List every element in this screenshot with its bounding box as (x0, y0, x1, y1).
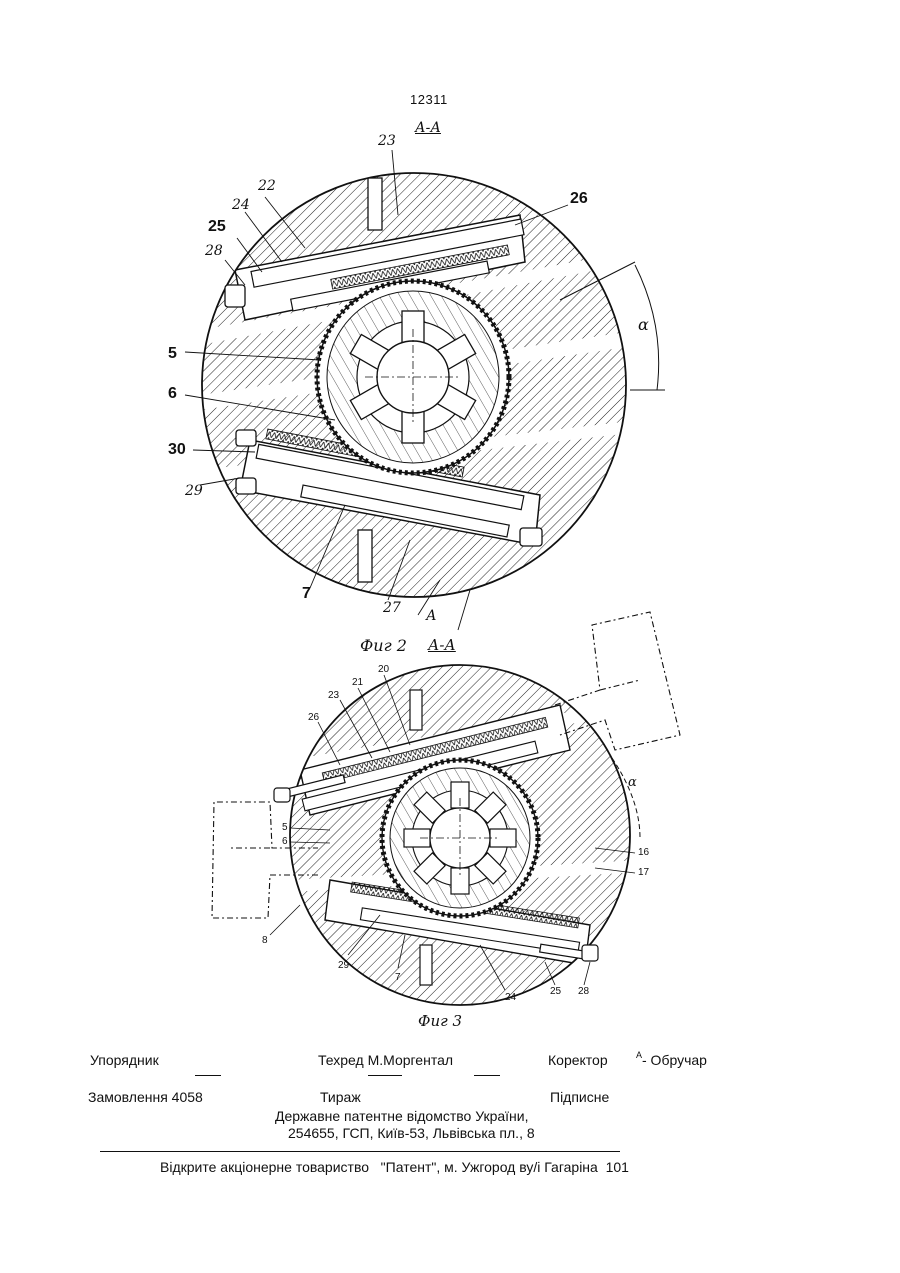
fig3-callout-17: 17 (638, 867, 649, 878)
fig3-caption: Фиг 3 (418, 1012, 462, 1030)
footer-office-line1: Державне патентне відомство України, (275, 1108, 529, 1124)
footer-circulation: Тираж (320, 1089, 361, 1105)
footer-compiler-blank (195, 1075, 221, 1076)
footer-corrector-name: - Обручар (642, 1052, 707, 1068)
fig3-angle-label: α (628, 775, 637, 790)
fig3-callout-21: 21 (352, 677, 363, 688)
footer-techred-underline (368, 1075, 402, 1076)
fig3-callout-20: 20 (378, 664, 389, 675)
fig3-callout-28: 28 (578, 986, 589, 997)
fig3-callout-5: 5 (282, 822, 288, 833)
footer-office-line2: 254655, ГСП, Київ-53, Львівська пл., 8 (288, 1125, 535, 1141)
fig3-callout-25: 25 (550, 986, 561, 997)
footer-order: Замовлення 4058 (88, 1089, 203, 1105)
footer-corrector-label: Коректор (548, 1052, 608, 1068)
fig3-gear (382, 760, 538, 916)
footer-publisher: Відкрите акціонерне товариство "Патент",… (160, 1159, 629, 1175)
fig3-callout-16: 16 (638, 847, 649, 858)
footer-divider (100, 1151, 620, 1152)
fig3-callout-24: 24 (505, 992, 516, 1003)
footer-techred: Техред М.Моргентал (318, 1052, 453, 1068)
fig3-callout-23: 23 (328, 690, 339, 701)
fig3-callout-8: 8 (262, 935, 268, 946)
fig3-callout-29: 29 (338, 960, 349, 971)
footer-blank (474, 1075, 500, 1076)
fig3-callout-6: 6 (282, 836, 288, 847)
fig3-callout-7: 7 (395, 972, 401, 983)
fig3-callout-26: 26 (308, 712, 319, 723)
footer-compiler: Упорядник (90, 1052, 159, 1068)
footer-subscription: Підписне (550, 1089, 609, 1105)
